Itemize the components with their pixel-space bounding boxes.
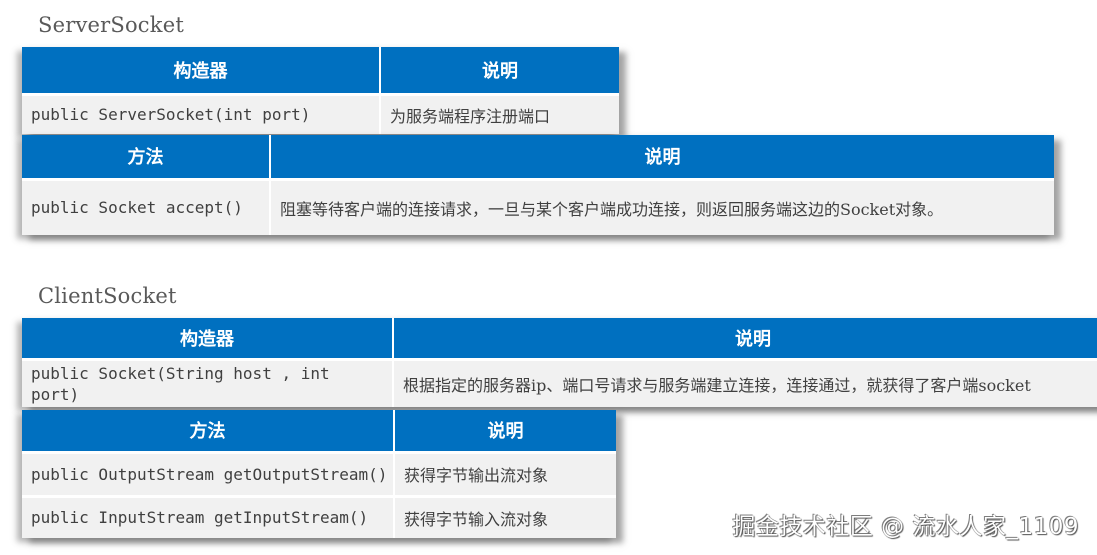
table-row: public Socket accept() 阻塞等待客户端的连接请求，一旦与某…	[22, 179, 1054, 235]
client-method-table: 方法 说明 public OutputStream getOutputStrea…	[22, 410, 616, 538]
constructor-signature: public Socket(String host , int port)	[22, 359, 394, 407]
constructor-description: 根据指定的服务器ip、端口号请求与服务端建立连接，连接通过，就获得了客户端soc…	[393, 359, 1097, 407]
method-signature: public Socket accept()	[22, 179, 271, 235]
table-header-row: 构造器 说明	[22, 318, 1097, 361]
column-header-description: 说明	[393, 318, 1097, 361]
column-header-constructor: 构造器	[22, 47, 381, 96]
constructor-signature: public ServerSocket(int port)	[22, 94, 381, 134]
watermark: 掘金技术社区 @ 流水人家_1109	[732, 514, 1079, 540]
table-row: public Socket(String host , int port) 根据…	[22, 359, 1097, 407]
column-header-description: 说明	[394, 410, 616, 454]
method-signature: public InputStream getInputStream()	[22, 496, 395, 538]
method-description: 获得字节输入流对象	[394, 496, 616, 538]
server-socket-title: ServerSocket	[38, 13, 184, 37]
method-signature: public OutputStream getOutputStream()	[22, 452, 395, 498]
table-row: public OutputStream getOutputStream() 获得…	[22, 452, 616, 498]
table-row: public ServerSocket(int port) 为服务端程序注册端口	[22, 94, 619, 134]
column-header-method: 方法	[22, 135, 271, 181]
column-header-description: 说明	[270, 135, 1054, 181]
method-description: 获得字节输出流对象	[394, 452, 616, 498]
client-constructor-table: 构造器 说明 public Socket(String host , int p…	[22, 318, 1097, 407]
column-header-description: 说明	[380, 47, 619, 96]
server-constructor-table: 构造器 说明 public ServerSocket(int port) 为服务…	[22, 47, 619, 134]
table-header-row: 方法 说明	[22, 135, 1054, 181]
table-row: public InputStream getInputStream() 获得字节…	[22, 496, 616, 538]
client-socket-title: ClientSocket	[38, 284, 177, 308]
constructor-description: 为服务端程序注册端口	[380, 94, 619, 134]
method-description: 阻塞等待客户端的连接请求，一旦与某个客户端成功连接，则返回服务端这边的Socke…	[270, 179, 1054, 235]
server-method-table: 方法 说明 public Socket accept() 阻塞等待客户端的连接请…	[22, 135, 1054, 235]
column-header-method: 方法	[22, 410, 395, 454]
column-header-constructor: 构造器	[22, 318, 394, 361]
table-header-row: 方法 说明	[22, 410, 616, 454]
table-header-row: 构造器 说明	[22, 47, 619, 96]
